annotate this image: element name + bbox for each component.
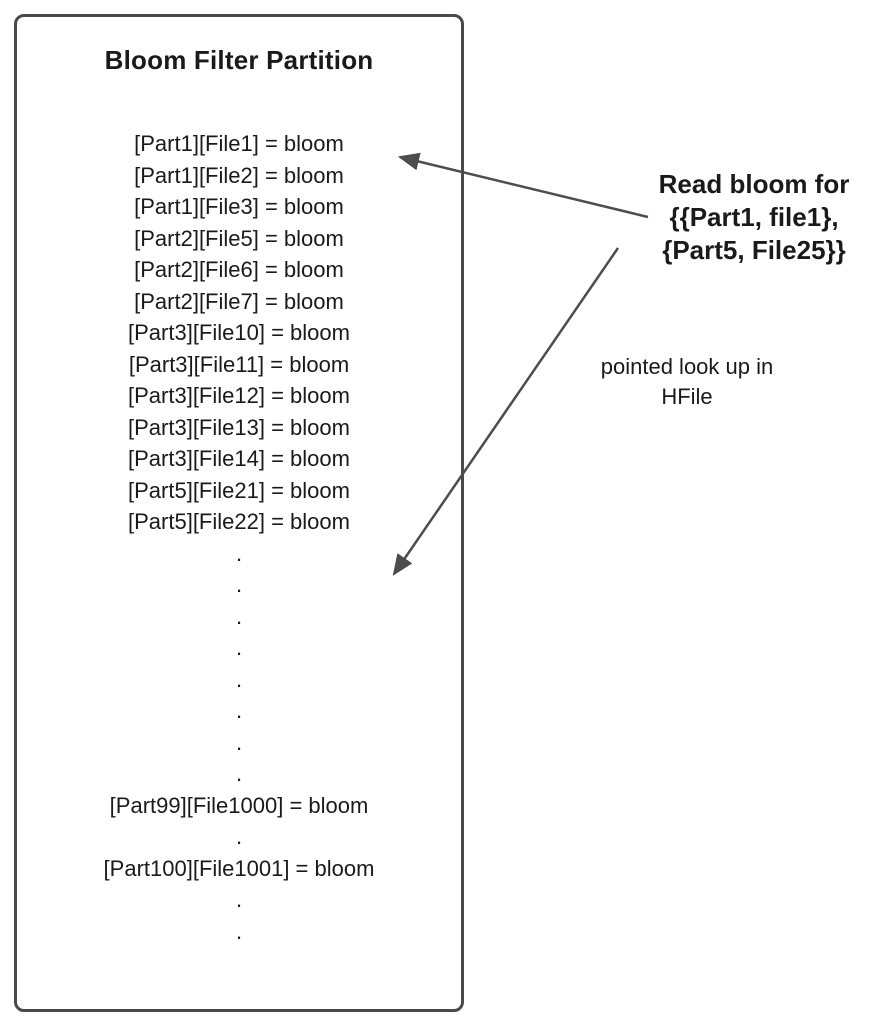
bloom-entry: [Part1][File3] = bloom: [134, 194, 344, 219]
ellipsis-dot: .: [235, 761, 243, 786]
ellipsis-dot: .: [235, 572, 243, 597]
box-title: Bloom Filter Partition: [104, 45, 374, 75]
ellipsis-dot: .: [235, 824, 243, 849]
bloom-entry: [Part1][File2] = bloom: [134, 162, 344, 188]
bloom-entry: [Part2][File5] = bloom: [134, 225, 344, 251]
pointed-lookup-annotation: pointed look up in HFile: [577, 352, 797, 412]
read-bloom-line-1: Read bloom for: [658, 169, 850, 199]
bloom-entry: [Part100][File1001] = bloom: [103, 855, 375, 881]
bloom-entries: [Part1][File1] = bloom [Part1][File2] = b…: [17, 128, 461, 947]
ellipsis-dot: .: [235, 729, 243, 755]
ellipsis-dot: .: [235, 918, 243, 944]
read-bloom-line-2: {{Part1, file1},: [669, 202, 839, 232]
bloom-entry: [Part3][File10] = bloom: [128, 320, 350, 345]
bloom-entry: [Part5][File21] = bloom: [128, 477, 350, 503]
ellipsis-dot: .: [235, 887, 243, 912]
bloom-entry: [Part1][File1] = bloom: [134, 131, 344, 156]
ellipsis-dot: .: [235, 540, 243, 566]
bloom-entry: [Part3][File12] = bloom: [128, 383, 350, 408]
bloom-entry: [Part2][File6] = bloom: [134, 257, 344, 282]
ellipsis-dot: .: [235, 603, 243, 629]
read-bloom-line-3: {Part5, File25}}: [662, 235, 846, 265]
ellipsis-dot: .: [235, 666, 243, 692]
bloom-filter-partition-box: Bloom Filter Partition [Part1][File1] = …: [14, 14, 464, 1012]
bloom-entry: [Part99][File1000] = bloom: [109, 792, 369, 818]
bloom-entry: [Part3][File14] = bloom: [128, 446, 350, 471]
read-bloom-annotation: Read bloom for {{Part1, file1}, {Part5, …: [628, 168, 880, 267]
bloom-entry: [Part5][File22] = bloom: [128, 509, 350, 534]
ellipsis-dot: .: [235, 698, 243, 723]
bloom-entry: [Part3][File11] = bloom: [128, 351, 350, 377]
ellipsis-dot: .: [235, 635, 243, 660]
bloom-entry: [Part2][File7] = bloom: [134, 288, 344, 314]
pointed-lookup-line-2: HFile: [661, 384, 713, 409]
pointed-lookup-line-1: pointed look up in: [600, 354, 774, 379]
bloom-entry: [Part3][File13] = bloom: [128, 414, 350, 440]
